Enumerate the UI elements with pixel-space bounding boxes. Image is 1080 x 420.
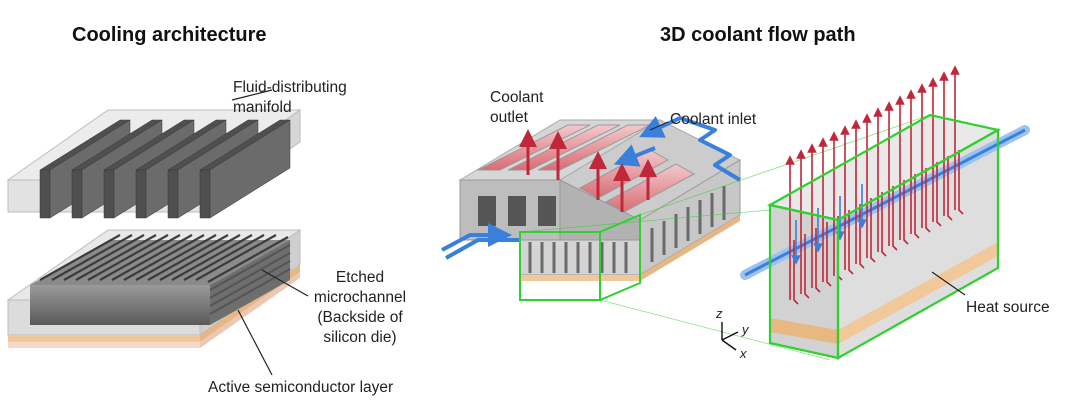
microchannel-label: Etched microchannel (Backside of silicon… (300, 268, 420, 348)
axis-z-label: z (716, 306, 723, 321)
outlet-flow-arrows (519, 129, 657, 212)
coolant-outlet-label: Coolant outlet (490, 88, 543, 128)
inlet-flow-arrows (441, 116, 742, 260)
zoom-hairpin (925, 168, 931, 233)
zoomed-outline (766, 113, 1002, 360)
zoom-hairpin (826, 222, 832, 287)
manifold (6, 109, 302, 219)
leader-lines (231, 89, 309, 376)
manifold-label-line1: Fluid-distributing (233, 79, 347, 96)
silicon-die (6, 229, 302, 348)
zoom-region (519, 114, 931, 361)
heat-source-label: Heat source (966, 299, 1050, 316)
axis-y-label: y (742, 322, 749, 337)
zoom-hairpin (903, 180, 909, 245)
microchannel-label-line2: microchannel (313, 289, 407, 306)
left-panel-title: Cooling architecture (72, 24, 267, 46)
coolant-outlet-line2: outlet (490, 109, 528, 126)
coolant-outlet-line1: Coolant (490, 89, 544, 106)
zoom-hairpin (914, 174, 920, 239)
zoom-hairpin (804, 234, 810, 299)
axes-triad (721, 322, 739, 351)
zoom-hairpin (947, 156, 953, 221)
active-layer-label: Active semiconductor layer (208, 379, 394, 396)
manifold-label-line2: manifold (233, 99, 292, 116)
microchannel-label-line3: (Backside of (317, 309, 403, 326)
zoom-hairpin (892, 186, 898, 251)
zoom-hairpin (936, 162, 942, 227)
zoom-hairpin (848, 210, 854, 275)
manifold-label: Fluid-distributing manifold (233, 78, 347, 118)
axis-x-label: x (740, 346, 747, 361)
coolant-inlet-label: Coolant inlet (670, 111, 757, 128)
zoom-hairpin (958, 150, 964, 215)
right-panel-title: 3D coolant flow path (660, 24, 856, 46)
zoomed-channel-detail (740, 114, 1030, 359)
microchannel-fins (39, 234, 289, 283)
heat-source-leader (931, 271, 966, 296)
microchannel-label-line4: silicon die) (323, 329, 397, 346)
zoom-hairpin (870, 198, 876, 263)
microchannel-label-line1: Etched (335, 269, 385, 286)
zoom-hairpin (881, 192, 887, 257)
